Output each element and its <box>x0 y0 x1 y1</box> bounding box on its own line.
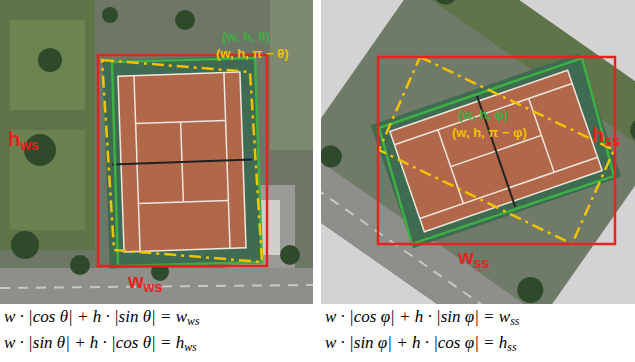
subscript: ss <box>604 133 620 149</box>
subscript: ws <box>144 279 163 295</box>
green-box-label: (w, h, θ) <box>222 30 270 44</box>
subscript: ws <box>20 137 39 153</box>
equation: w · |cos φ| + h · |sin φ| = wss <box>325 308 519 327</box>
height-label: hws <box>8 128 39 150</box>
yellow-box-label: (w, h, π − φ) <box>452 126 527 140</box>
right-aerial-photo <box>321 0 635 304</box>
height-label: hss <box>592 124 620 146</box>
equation: w · |sin φ| + h · |cos φ| = hss <box>325 334 517 353</box>
width-label: wss <box>458 246 489 268</box>
subscript: ss <box>507 340 516 354</box>
equation: w · |cos θ| + h · |sin θ| = wws <box>4 308 200 327</box>
yellow-box-label: (w, h, π − θ) <box>216 47 288 61</box>
subscript: ws <box>187 314 200 328</box>
subscript: ss <box>510 314 519 328</box>
green-box-label: (w, h, φ) <box>458 108 508 122</box>
left-aerial-photo <box>0 0 313 304</box>
equation: w · |sin θ| + h · |cos θ| = hws <box>4 334 197 353</box>
subscript: ws <box>184 340 197 354</box>
subscript: ss <box>474 255 490 271</box>
width-label: wws <box>128 270 162 292</box>
